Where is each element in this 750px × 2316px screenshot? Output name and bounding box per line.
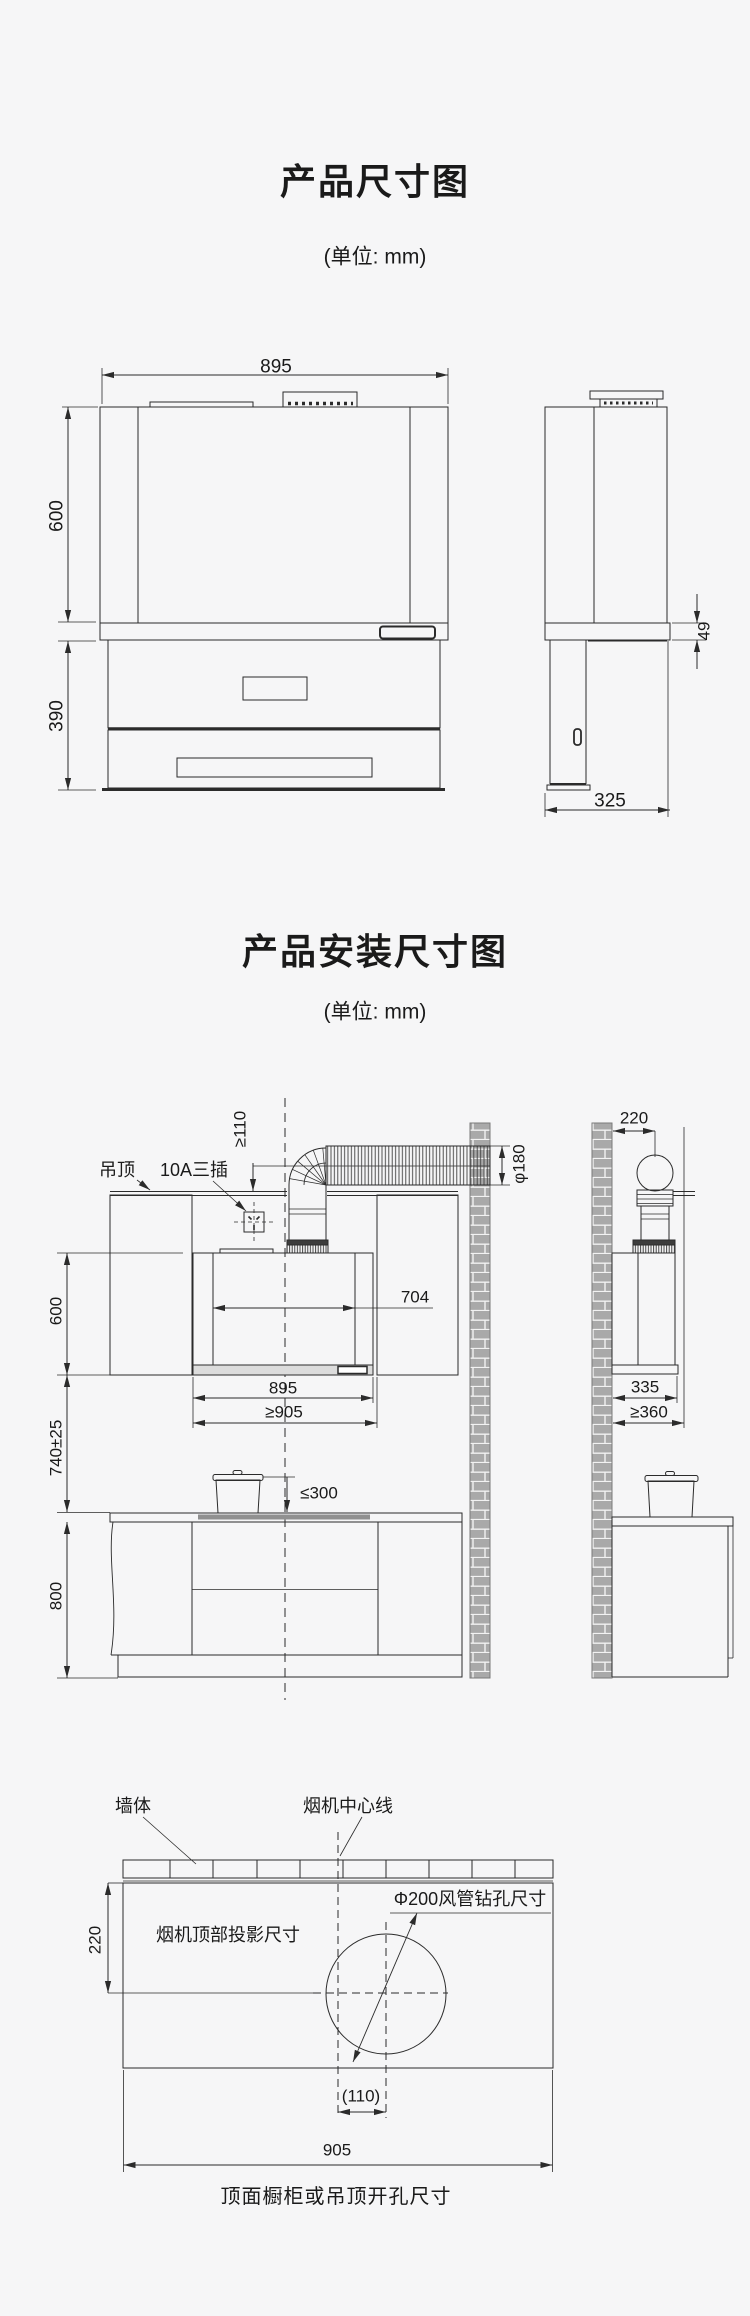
dim-install-body-height: 600 <box>46 1296 66 1326</box>
install-hood-side-view <box>611 1154 679 1375</box>
dim-duct-to-ceiling: ≥110 <box>230 1110 250 1148</box>
template-caption: 顶面橱柜或吊顶开孔尺寸 <box>220 2186 452 2208</box>
dim-strip-height: 49 <box>694 621 714 641</box>
install-dimension-lines <box>57 1127 685 1679</box>
cooktop-side-view <box>611 1471 734 1678</box>
dim-hood-width: 895 <box>260 356 292 378</box>
section2-title: 产品安装尺寸图 <box>241 931 509 972</box>
dim-pot-clearance: ≤300 <box>300 1483 338 1503</box>
cutout-template <box>104 1816 554 2172</box>
install-hood-front-view <box>192 1248 374 1376</box>
section1-title: 产品尺寸图 <box>279 161 471 202</box>
dim-depth: 325 <box>594 790 626 812</box>
wall-section-front <box>469 1122 491 1679</box>
exhaust-duct <box>253 1145 491 1254</box>
cooktop-front-view <box>109 1470 463 1678</box>
dim-counter-height: 800 <box>46 1581 66 1611</box>
dim-opening-depth: ≥360 <box>630 1402 668 1422</box>
section1-unit: (单位: mm) <box>323 245 427 269</box>
upper-cabinets <box>109 1194 459 1376</box>
dim-lower-height: 390 <box>46 700 68 732</box>
dim-body-height: 600 <box>46 500 68 532</box>
product-front-view <box>99 391 449 791</box>
power-socket-symbol <box>234 1202 274 1242</box>
label-socket: 10A三插 <box>159 1160 229 1180</box>
product-side-view <box>544 390 671 817</box>
label-hood-centerline: 烟机中心线 <box>303 1796 393 1816</box>
label-top-projection: 烟机顶部投影尺寸 <box>156 1925 300 1945</box>
dim-install-height: 740±25 <box>46 1419 66 1477</box>
wall-section-side <box>591 1122 613 1679</box>
section2-unit: (单位: mm) <box>323 1000 427 1024</box>
dim-install-hood-width: 895 <box>268 1378 298 1398</box>
dim-duct-diameter: φ180 <box>509 1144 529 1184</box>
dim-opening-width: ≥905 <box>265 1402 303 1422</box>
label-wall: 墙体 <box>115 1796 151 1816</box>
dim-template-width: 905 <box>322 2140 352 2160</box>
product-dimension-lines <box>58 368 706 814</box>
dim-center-offset: (110) <box>341 2086 381 2106</box>
dim-wall-to-duct: 220 <box>619 1108 649 1128</box>
dim-inner-width: 704 <box>400 1287 430 1307</box>
dim-wall-offset: 220 <box>85 1925 105 1955</box>
label-ceiling: 吊顶 <box>99 1160 135 1180</box>
label-drill-hole: Φ200风管钻孔尺寸 <box>393 1889 547 1909</box>
dim-hood-depth: 335 <box>630 1377 660 1397</box>
